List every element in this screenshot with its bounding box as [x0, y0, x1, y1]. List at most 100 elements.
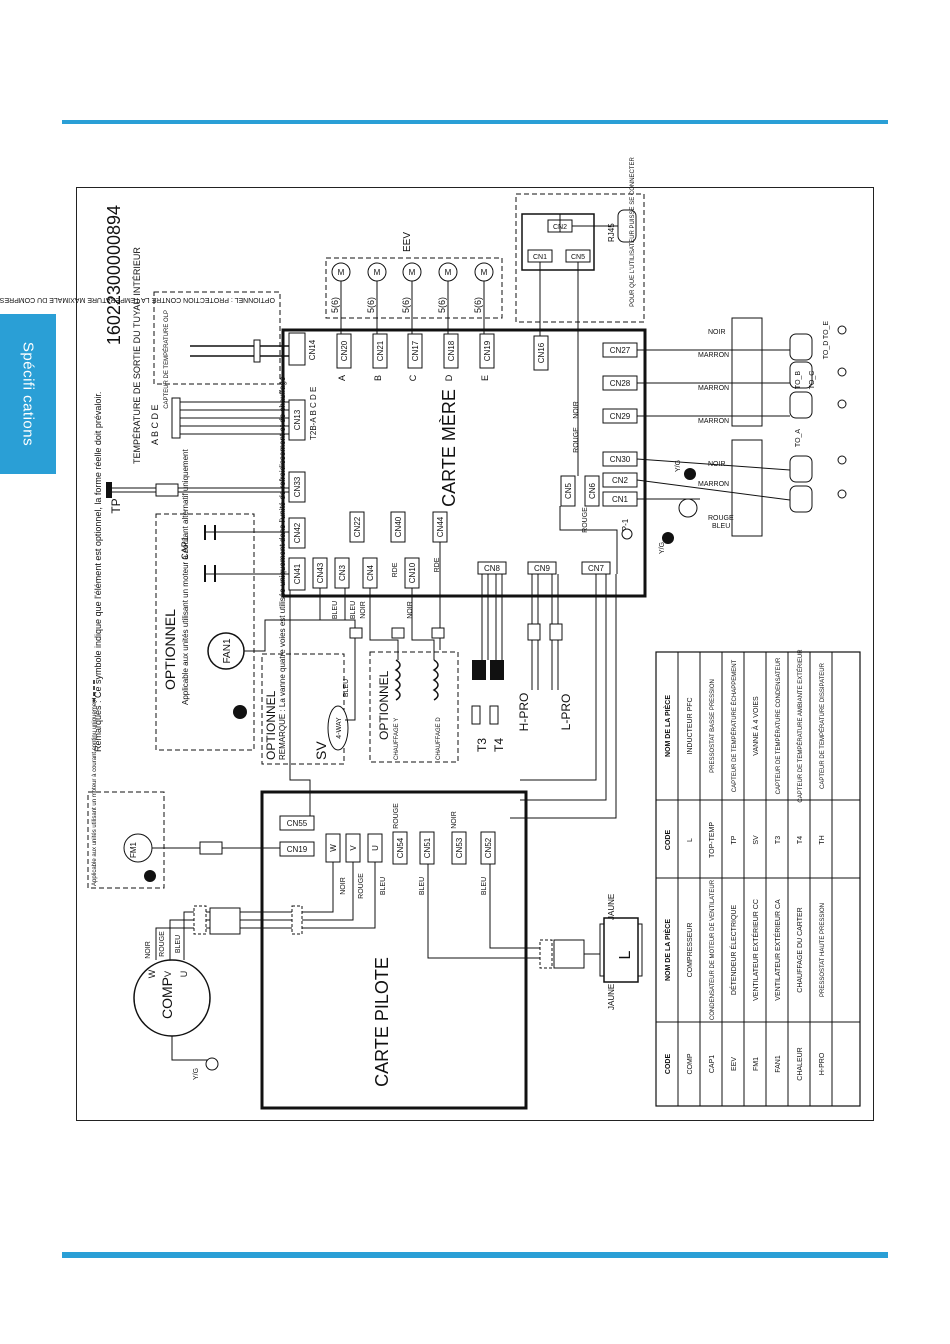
- svg-text:CAPTEUR DE TEMPÉRATURE AMBIANT: CAPTEUR DE TEMPÉRATURE AMBIANTE EXTÉRIEU…: [797, 649, 804, 803]
- olp-note: OPTIONNEL : PROTECTION CONTRE LA TEMPÉRA…: [0, 296, 275, 305]
- cn16-connector: CN16: [533, 335, 549, 371]
- svg-text:CN43: CN43: [316, 562, 325, 583]
- rj45-port-icon: [617, 209, 637, 243]
- comp-wire-noir: NOIR: [145, 941, 152, 959]
- svg-text:CN40: CN40: [394, 516, 403, 537]
- wire-rouge-tb: ROUGE: [708, 515, 734, 522]
- svg-text:CN2: CN2: [612, 476, 629, 485]
- svg-text:COMP: COMP: [687, 1053, 694, 1074]
- hpro-label: H-PRO: [517, 693, 531, 732]
- optional-sv-label: OPTIONNEL: [264, 690, 278, 760]
- fm1-ground-icon: [144, 870, 156, 882]
- svg-text:L: L: [687, 838, 694, 842]
- tp-label: TP: [109, 498, 123, 513]
- t4-label: T4: [492, 738, 506, 752]
- svg-text:M: M: [374, 268, 381, 277]
- svg-text:INDUCTEUR PFC: INDUCTEUR PFC: [687, 697, 694, 754]
- yg-label-1: Y/G: [675, 460, 682, 472]
- svg-text:SV: SV: [753, 835, 760, 845]
- l-label: L: [617, 950, 634, 959]
- legend-header-name-2: NOM DE LA PIÈCE: [663, 695, 672, 757]
- svg-text:CN41: CN41: [293, 563, 302, 584]
- p1-label: P-1: [621, 518, 630, 531]
- comp-label: COMP: [159, 977, 175, 1019]
- cn19-eev-connector: CN19: [479, 333, 495, 369]
- yg-label-2: Y/G: [659, 542, 666, 554]
- svg-text:COMPRESSEUR: COMPRESSEUR: [687, 923, 694, 978]
- remarks-text: Remarques : Ce symbole indique que l'élé…: [93, 392, 103, 752]
- svg-text:CHAUFFAGE DU CARTER: CHAUFFAGE DU CARTER: [797, 907, 804, 992]
- svg-text:M: M: [338, 268, 345, 277]
- eev-group-outline: [325, 257, 503, 319]
- comp-u: U: [179, 971, 189, 978]
- lpro-label: L-PRO: [559, 694, 573, 731]
- svg-text:CAP1: CAP1: [709, 1055, 716, 1073]
- wire-rouge-comp: ROUGE: [358, 873, 365, 899]
- svg-text:CN4: CN4: [366, 564, 375, 581]
- fm1-label: FM1: [129, 841, 138, 858]
- svg-text:VANNE À 4 VOIES: VANNE À 4 VOIES: [751, 696, 760, 756]
- way-label: 4-WAY: [336, 717, 343, 739]
- svg-text:CONDENSATEUR DE MOTEUR DE VENT: CONDENSATEUR DE MOTEUR DE VENTILATEUR: [710, 879, 716, 1020]
- svg-text:FM1: FM1: [753, 1057, 760, 1071]
- svg-text:CN7: CN7: [588, 564, 605, 573]
- fan1-label: FAN1: [222, 638, 233, 663]
- cn17-connector: CN17: [407, 333, 423, 369]
- heat-y-label: CHAUFFAGE Y: [394, 718, 400, 760]
- cn22-connector: CN22: [349, 511, 365, 543]
- svg-text:DÉTENDEUR ÉLECTRIQUE: DÉTENDEUR ÉLECTRIQUE: [729, 905, 738, 996]
- part-number: 16022300000894: [104, 205, 124, 345]
- heat-d-label: CHAUFFAGE D: [436, 717, 442, 760]
- cap1-label: CAP1: [180, 536, 190, 560]
- svg-text:CN16: CN16: [537, 342, 546, 363]
- svg-text:VENTILATEUR EXTÉRIEUR CC: VENTILATEUR EXTÉRIEUR CC: [751, 899, 760, 1001]
- svg-text:5(6): 5(6): [366, 297, 376, 313]
- olp-connector: [253, 339, 261, 363]
- letters-label: A B C D E: [150, 404, 160, 445]
- cn53-connector: CN53: [451, 831, 467, 865]
- wire-marron-tb1: MARRON: [698, 352, 729, 359]
- svg-text:CN20: CN20: [340, 340, 349, 361]
- cn41-connector: CN41: [288, 557, 306, 591]
- legend-header-code-2: CODE: [665, 830, 672, 851]
- legend-table: [655, 651, 861, 1107]
- driver-board-label: CARTE PILOTE: [372, 957, 392, 1087]
- svg-text:CN54: CN54: [396, 837, 405, 858]
- svg-text:CN28: CN28: [610, 379, 631, 388]
- eev-coils: M M M M M 5(6) 5(6) 5(6) 5(6) 5(6) A B C…: [330, 262, 494, 381]
- inductor-l: [427, 864, 643, 983]
- sensor-wires: [471, 574, 563, 725]
- cn42-connector: CN42: [288, 517, 306, 549]
- pipe-temp-wires: [171, 397, 289, 439]
- svg-text:M: M: [445, 268, 452, 277]
- cn8-connector: CN8: [477, 561, 507, 575]
- svg-text:CN19: CN19: [483, 340, 492, 361]
- section-tab[interactable]: Spécifi cations: [0, 314, 56, 474]
- wire-bleu-2: BLEU: [350, 601, 357, 619]
- svg-text:EEV: EEV: [731, 1057, 738, 1071]
- wire-noir-comp: NOIR: [340, 877, 347, 895]
- to-a-label: TO_A: [795, 429, 802, 447]
- cn51-connector: CN51: [419, 831, 435, 865]
- jaune-label-2: JAUNE: [607, 984, 616, 1010]
- cn18-connector: CN18: [443, 333, 459, 369]
- svg-text:VENTILATEUR EXTÉRIEUR CA: VENTILATEUR EXTÉRIEUR CA: [773, 899, 782, 1001]
- svg-text:W: W: [329, 844, 338, 852]
- cn1-network-connector: CN1: [527, 249, 553, 263]
- wire-rouge-cn6: ROUGE: [582, 507, 589, 533]
- sv-coil-icon: [327, 705, 349, 751]
- cn13-connector: CN13: [288, 399, 306, 441]
- eev-label: EEV: [402, 232, 413, 252]
- wire-noir-cn53: NOIR: [451, 811, 458, 829]
- load-wires: [319, 542, 445, 721]
- comp-ground-wire: [171, 1036, 212, 1061]
- wire-noir-tb2: NOIR: [708, 461, 726, 468]
- cn6-connector: CN6: [584, 475, 600, 507]
- cn1-connector: CN1: [602, 491, 638, 507]
- svg-text:TOP-TEMP: TOP-TEMP: [709, 822, 716, 858]
- compressor-wires: [155, 862, 376, 960]
- wire-bleu-tb: BLEU: [712, 523, 730, 530]
- svg-text:T4: T4: [797, 836, 804, 844]
- wire-bleu-1: BLEU: [332, 601, 339, 619]
